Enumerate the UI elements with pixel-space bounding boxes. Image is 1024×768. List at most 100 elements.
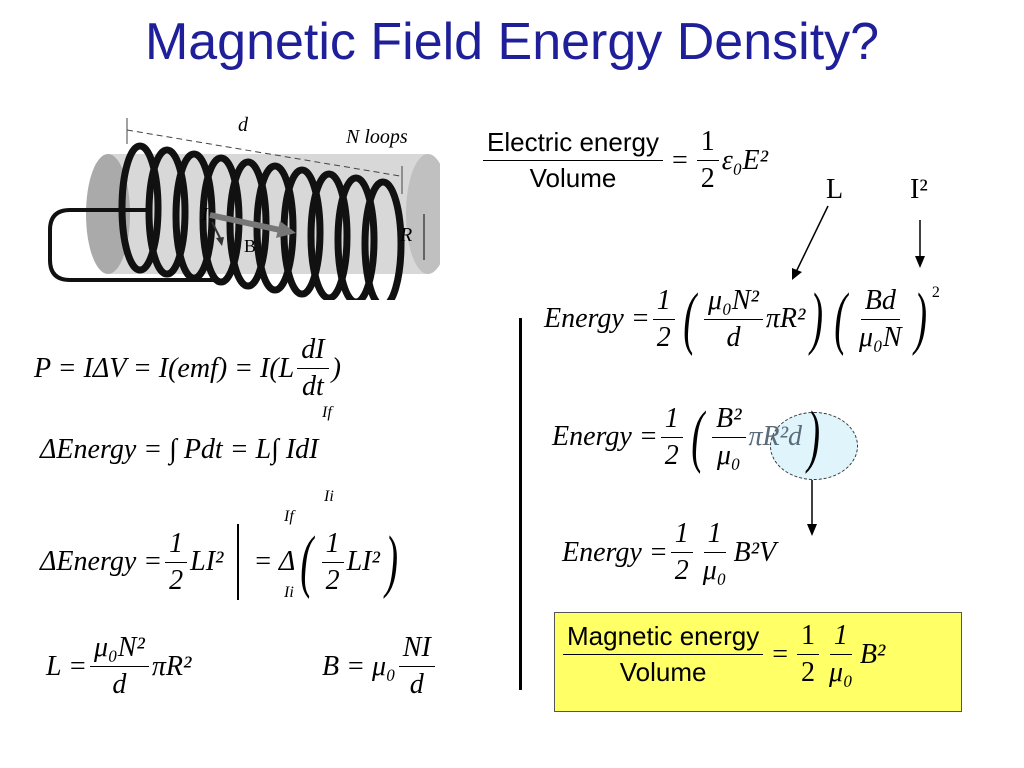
- inductance-equation: L = μ₀N² d πR²: [46, 632, 191, 701]
- e1-rparen-a: ): [810, 280, 824, 357]
- figure-field-label: B: [244, 236, 257, 256]
- power-lhs: P = IΔV = I(emf) = I(L: [34, 352, 295, 384]
- magnetic-mu-fraction: 1 μ₀: [825, 620, 857, 689]
- figure-current-label: I: [202, 204, 208, 224]
- L-def-den: d: [112, 669, 127, 700]
- B-def-lhs: B = μ₀: [322, 650, 396, 682]
- e2-half-num: 1: [660, 403, 683, 438]
- e1-a-num: μ₀N²: [704, 285, 763, 320]
- slide-title: Magnetic Field Energy Density?: [144, 13, 880, 71]
- label-I2: I²: [910, 174, 928, 205]
- B-def-fraction: NI d: [398, 632, 435, 701]
- energy-equation-3: Energy = 1 2 1 μ₀ B²V: [562, 518, 776, 587]
- e3-num: 1: [703, 518, 726, 553]
- e2-rparen: ): [807, 398, 821, 475]
- e2-lparen: (: [690, 398, 704, 475]
- L-def-num: μ₀N²: [89, 632, 149, 667]
- delta2-lhs: ΔEnergy =: [40, 546, 163, 577]
- e3-half-num: 1: [670, 518, 693, 553]
- upper-limit-1: If: [322, 404, 332, 421]
- e1-half-den: 2: [656, 321, 671, 353]
- lower-limit-1: Ii: [324, 488, 334, 505]
- magnetic-half-den: 2: [801, 657, 816, 688]
- e2-fraction: B² μ₀: [712, 403, 746, 472]
- magnetic-mu-den: μ₀: [829, 657, 853, 688]
- e2-half: 1 2: [660, 403, 683, 472]
- e1-a-den: d: [726, 321, 741, 353]
- vertical-divider: [519, 318, 522, 690]
- magnetic-rhs: B²: [859, 638, 886, 670]
- e2-num: B²: [712, 403, 746, 438]
- electric-rhs: ε₀E²: [721, 144, 769, 176]
- right-paren: ): [385, 523, 398, 600]
- label-L: L: [826, 174, 844, 205]
- delta-energy-equation: ΔEnergy = 1 2 LI² = Δ ( 1 2 LI² ): [40, 524, 403, 600]
- electric-denominator: Volume: [529, 163, 617, 193]
- magnetic-energy-box: [554, 612, 962, 712]
- e1-rparen-b: ): [913, 280, 927, 357]
- evaluation-bar: [237, 524, 240, 600]
- e1-b-fraction: Bd μ₀N: [855, 285, 905, 354]
- e1-lparen-a: (: [682, 280, 696, 357]
- equals-sign: =: [671, 144, 688, 176]
- figure-length-label: d: [238, 114, 248, 136]
- lower-limit-2: Ii: [284, 584, 294, 601]
- e2-den: μ₀: [716, 439, 741, 471]
- e1-a-tail: πR²: [765, 303, 806, 334]
- e3-half-den: 2: [674, 555, 689, 586]
- e2-lhs: Energy =: [552, 421, 658, 452]
- L-def-rhs: πR²: [151, 650, 192, 682]
- power-num: dI: [297, 334, 329, 369]
- magnetic-half: 1 2: [797, 620, 820, 689]
- magnetic-energy-equation: Magnetic energy Volume = 1 2 1 μ₀ B²: [560, 620, 885, 689]
- electric-fraction: Electric energy Volume: [483, 127, 663, 194]
- figure-radius-label: R: [400, 224, 413, 246]
- magnetic-half-num: 1: [797, 620, 820, 655]
- e3-mu-fraction: 1 μ₀: [699, 518, 731, 587]
- volume-highlight-bubble: [770, 412, 858, 480]
- delta2-half-2: 1 2: [321, 528, 344, 597]
- delta2-half-den: 2: [169, 564, 184, 596]
- magnetic-denominator: Volume: [619, 657, 707, 687]
- B-def-den: d: [409, 669, 424, 700]
- e1-half-num: 1: [652, 285, 675, 320]
- delta-energy-lhs: ΔEnergy = ∫ Pdt = L∫ IdI: [40, 434, 319, 465]
- e1-exponent: 2: [931, 284, 940, 301]
- electric-energy-equation: Electric energy Volume = 1 2 ε₀E²: [480, 126, 768, 195]
- power-equation: P = IΔV = I(emf) = I(L dI dt ): [34, 334, 341, 403]
- energy-equation-2: Energy = 1 2 ( B² μ₀ πR²d ): [552, 402, 825, 472]
- e3-den: μ₀: [702, 555, 727, 586]
- energy-equation-1: Energy = 1 2 ( μ₀N² d πR² ) ( Bd μ₀N ) 2: [544, 284, 940, 354]
- e1-a-fraction: μ₀N² d: [704, 285, 763, 354]
- e1-b-den: μ₀N: [859, 321, 902, 353]
- half-den: 2: [700, 163, 715, 194]
- e2-volume: πR²d: [748, 421, 803, 452]
- half-fraction: 1 2: [696, 126, 719, 195]
- e3-tail: B²V: [733, 536, 777, 568]
- e1-b-num: Bd: [860, 285, 900, 320]
- e1-half: 1 2: [652, 285, 675, 354]
- left-paren: (: [300, 523, 314, 600]
- power-close: ): [331, 352, 341, 384]
- e1-lparen-b: (: [833, 280, 847, 357]
- e1-lhs: Energy =: [544, 303, 650, 334]
- field-equation: B = μ₀ NI d: [322, 632, 438, 701]
- L-def-lhs: L =: [46, 650, 87, 682]
- solenoid-figure: [48, 118, 440, 300]
- half-num: 1: [696, 126, 719, 161]
- power-den: dt: [302, 371, 324, 402]
- upper-limit-2: If: [284, 508, 294, 525]
- delta-energy-integral: ΔEnergy = ∫ Pdt = L∫ IdI: [40, 434, 318, 466]
- e3-lhs: Energy =: [562, 536, 668, 568]
- B-def-num: NI: [398, 632, 435, 667]
- delta2-end: LI²: [346, 546, 380, 577]
- e2-half-den: 2: [664, 439, 679, 471]
- delta2-rhs: = Δ: [253, 546, 296, 577]
- magnetic-fraction: Magnetic energy Volume: [563, 621, 764, 688]
- electric-numerator: Electric energy: [483, 127, 663, 161]
- delta2-half-num: 1: [165, 528, 188, 563]
- e3-half: 1 2: [670, 518, 693, 587]
- delta2-half2-den: 2: [325, 564, 340, 596]
- L-def-fraction: μ₀N² d: [89, 632, 149, 701]
